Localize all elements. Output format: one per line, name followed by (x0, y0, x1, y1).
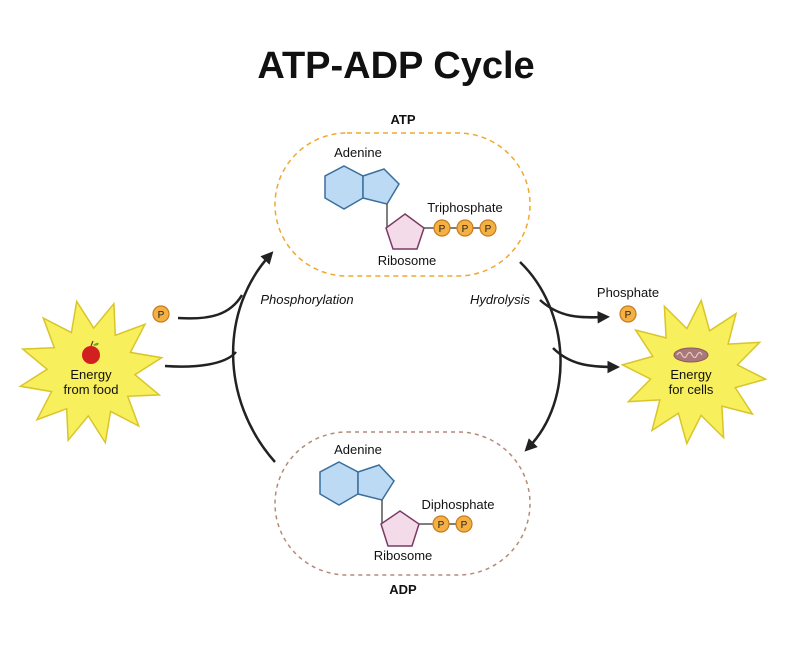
energy-out-line1: Energy (670, 367, 712, 382)
adp-molecule: Adenine Diphosphate P P Ribosome (319, 442, 495, 563)
svg-text:P: P (461, 520, 468, 531)
phosphate-in-arrow (177, 294, 244, 320)
svg-text:P: P (158, 310, 165, 321)
svg-text:P: P (625, 310, 632, 321)
adp-adenine-hexagon (319, 461, 359, 506)
energy-in-line2: from food (64, 382, 119, 397)
mitochondrion-icon (673, 347, 709, 363)
adp-label: ADP (389, 582, 417, 597)
svg-text:P: P (439, 224, 446, 235)
atp-adenine-pentagon (362, 168, 400, 205)
atp-label: ATP (390, 112, 415, 127)
svg-text:P: P (485, 224, 492, 235)
phosphate-in: P (152, 305, 170, 323)
energy-in-arrow (164, 351, 237, 368)
hydrolysis-arrow (519, 261, 562, 452)
atp-container (274, 132, 531, 277)
phosphate-out-arrow (539, 299, 610, 324)
atp-ribosome-label: Ribosome (378, 253, 437, 268)
adp-ribosome-label: Ribosome (374, 548, 433, 563)
atp-adenine-hexagon (324, 165, 364, 210)
phosphate-out: P (619, 305, 637, 323)
adp-diphosphate-label: Diphosphate (422, 497, 495, 512)
energy-in-line1: Energy (70, 367, 112, 382)
energy-from-food-burst: Energy from food (18, 299, 164, 445)
phosphorylation-arrow (231, 251, 276, 463)
phosphate-out-label: Phosphate (597, 285, 659, 300)
atp-molecule: Adenine Triphosphate P P P Ribosome (324, 145, 503, 268)
page-title: ATP-ADP Cycle (257, 45, 534, 87)
hydrolysis-label: Hydrolysis (470, 292, 530, 307)
adp-adenine-pentagon (357, 464, 395, 501)
atp-phosphate-3: P (479, 219, 497, 237)
svg-text:P: P (462, 224, 469, 235)
atp-adenine-label: Adenine (334, 145, 382, 160)
atp-phosphate-2: P (456, 219, 474, 237)
adp-adenine-label: Adenine (334, 442, 382, 457)
adp-phosphate-2: P (455, 515, 473, 533)
atp-ribose-pentagon (385, 213, 425, 250)
energy-out-line2: for cells (669, 382, 714, 397)
apple-icon (82, 340, 100, 364)
adp-ribose-pentagon (380, 510, 420, 547)
atp-triphosphate-label: Triphosphate (427, 200, 502, 215)
svg-text:P: P (438, 520, 445, 531)
energy-for-cells-burst: Energy for cells (620, 298, 768, 446)
energy-out-arrow (552, 347, 620, 374)
atp-phosphate-1: P (433, 219, 451, 237)
adp-phosphate-1: P (432, 515, 450, 533)
phosphorylation-label: Phosphorylation (260, 292, 353, 307)
